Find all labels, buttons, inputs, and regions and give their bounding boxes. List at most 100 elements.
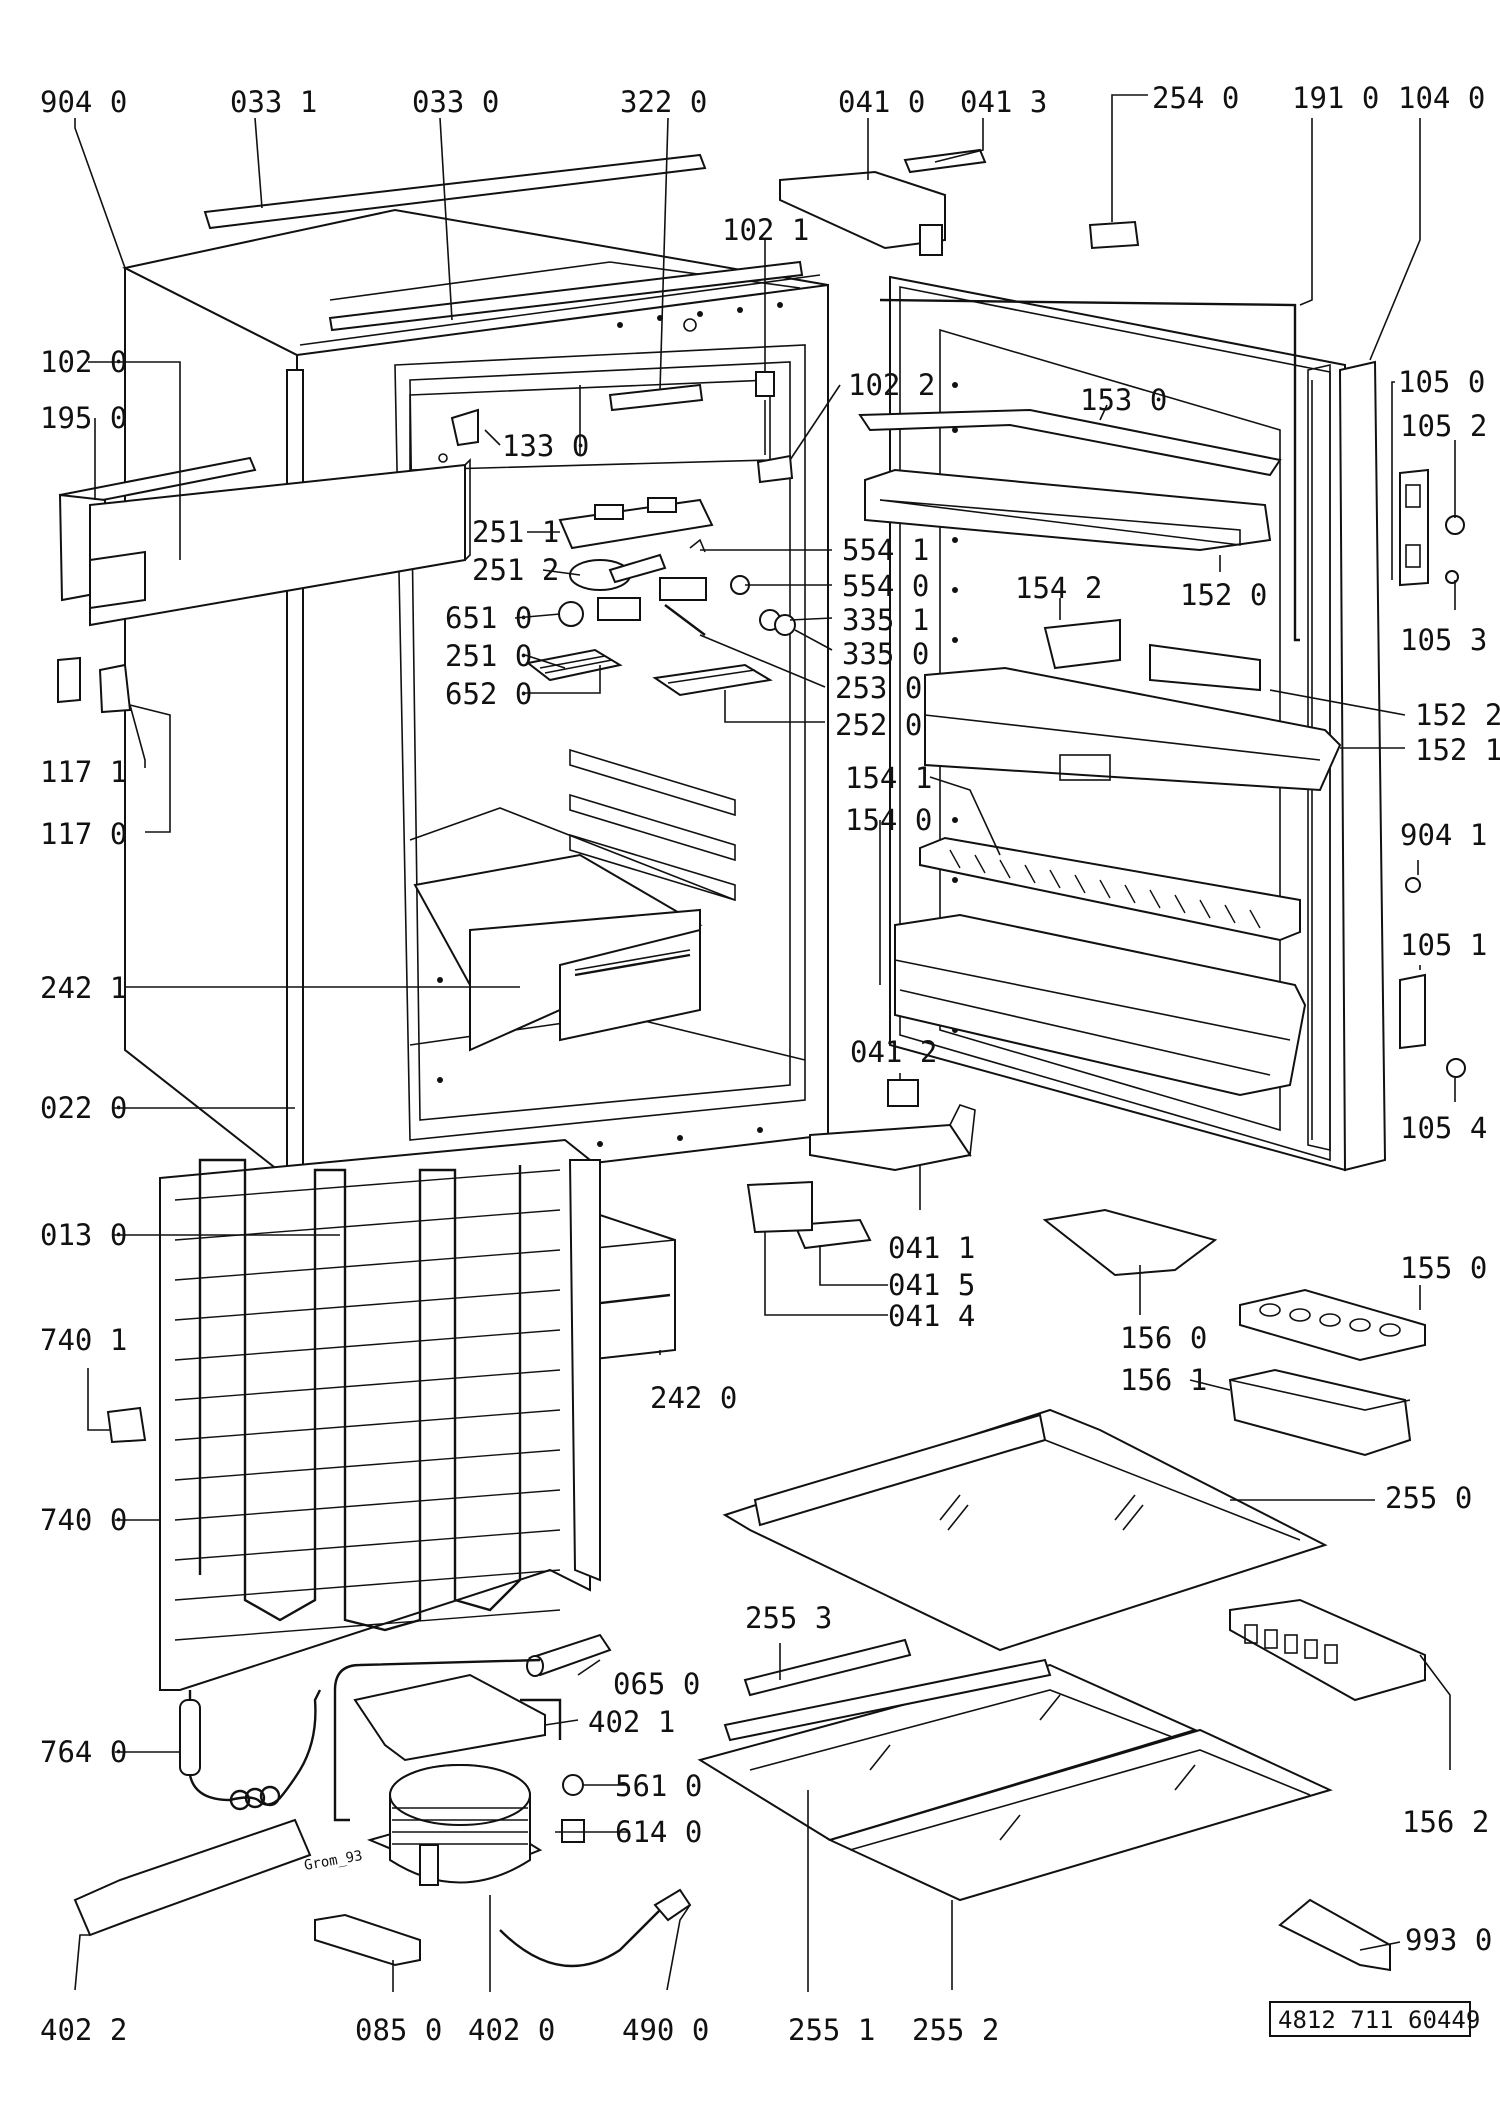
label-2530: 253 0 [835,671,922,705]
label-3220: 322 0 [620,85,707,119]
label-0130: 013 0 [40,1218,127,1252]
drawing-note: Grom_93 [303,1848,364,1874]
label-6510: 651 0 [445,601,532,635]
part-1330 [450,408,479,447]
part-1021 [755,240,775,455]
label-1910: 191 0 [1292,81,1379,115]
label-3350: 335 0 [842,637,929,671]
label-1054: 105 4 [1400,1111,1487,1145]
part-9930 [1278,1898,1391,1972]
label-1053: 105 3 [1400,623,1487,657]
label-7640: 764 0 [40,1735,127,1769]
label-2520: 252 0 [835,708,922,742]
filter-dryer-7640 [179,1689,322,1811]
label-4900: 490 0 [622,2013,709,2047]
hinge-0410 [779,148,987,256]
crisper-2421 [413,853,703,1052]
door-shelf-1540 [894,913,1307,1097]
label-1050: 105 0 [1398,365,1485,399]
part-0650 [526,1633,612,1677]
bracket-3220 [608,383,704,412]
label-1021: 102 1 [722,213,809,247]
label-1171: 117 1 [40,755,127,789]
label-0850: 085 0 [355,2013,442,2047]
part-1171 [57,656,81,704]
top-strip-0331 [203,153,707,230]
label-1040: 104 0 [1398,81,1485,115]
label-0650: 065 0 [613,1667,700,1701]
condenser-7400 [159,1138,601,1691]
label-1170: 117 0 [40,817,127,851]
label-2421: 242 1 [40,971,127,1005]
hinge-0411 [809,1123,972,1172]
part-2540 [1088,220,1140,250]
label-1542: 154 2 [1015,571,1102,605]
shelf-cover-1530 [858,408,1282,477]
label-9040: 904 0 [40,85,127,119]
bottle-shelf-1521 [924,666,1342,792]
label-5541: 554 1 [842,533,929,567]
label-6140: 614 0 [615,1815,702,1849]
label-1550: 155 0 [1400,1251,1487,1285]
part-0415 [793,1218,872,1250]
label-0412: 041 2 [850,1035,937,1069]
label-9930: 993 0 [1405,1923,1492,1957]
label-6520: 652 0 [445,677,532,711]
rack-1541 [919,836,1301,942]
label-2540: 254 0 [1152,81,1239,115]
label-3351: 335 1 [842,603,929,637]
part-1560 [1042,1208,1218,1277]
drawing-code: 4812 711 60449 [1278,2006,1480,2034]
label-1522: 152 2 [1415,698,1500,732]
drawing-code-box: 4812 711 60449 [1269,2001,1480,2037]
part-0412 [887,1079,919,1107]
label-4022: 402 2 [40,2013,127,2047]
leader-lines [74,94,1456,1992]
label-7401: 740 1 [40,1323,127,1357]
label-5540: 554 0 [842,569,929,603]
part-1170 [98,663,132,714]
label-1052: 105 2 [1400,409,1487,443]
butter-dish-1561 [1228,1368,1412,1457]
label-2551: 255 1 [788,2013,875,2047]
label-2553: 255 3 [745,1601,832,1635]
part-5610 [562,1774,584,1796]
label-1541: 154 1 [845,761,932,795]
label-2550: 255 0 [1385,1481,1472,1515]
label-0414: 041 4 [888,1299,975,1333]
label-0411: 041 1 [888,1231,975,1265]
label-1540: 154 0 [845,803,932,837]
label-0410: 041 0 [838,85,925,119]
hinge-parts-105 [1399,468,1466,1078]
label-1561: 156 1 [1120,1363,1207,1397]
part-0850 [314,1913,421,1967]
label-1022: 102 2 [848,368,935,402]
label-0220: 022 0 [40,1091,127,1125]
label-1530: 153 0 [1080,383,1167,417]
label-7400: 740 0 [40,1503,127,1537]
strip-2553 [743,1638,912,1697]
glass-shelf-2552 [827,1728,1333,1902]
label-2420: 242 0 [650,1381,737,1415]
label-2512: 251 2 [472,553,559,587]
part-1522 [1149,643,1261,692]
part-0414 [746,1180,813,1234]
label-4021: 402 1 [588,1705,675,1739]
bracket-4021 [353,1673,546,1762]
label-1521: 152 1 [1415,733,1500,767]
door-gasket-1910 [879,298,1300,642]
part-1542 [1043,618,1121,670]
label-1330: 133 0 [502,429,589,463]
glass-shelf-2551 [697,1658,1198,1842]
label-0415: 041 5 [888,1268,975,1302]
label-1020: 102 0 [40,345,127,379]
top-seal-0330 [328,260,804,332]
part-7401 [106,1406,147,1444]
egg-tray-1550 [1239,1288,1426,1362]
label-1520: 152 0 [1180,578,1267,612]
pipes [333,1658,562,1822]
label-0331: 033 1 [230,85,317,119]
label-5610: 561 0 [615,1769,702,1803]
compressor-4020 [366,1764,543,1886]
